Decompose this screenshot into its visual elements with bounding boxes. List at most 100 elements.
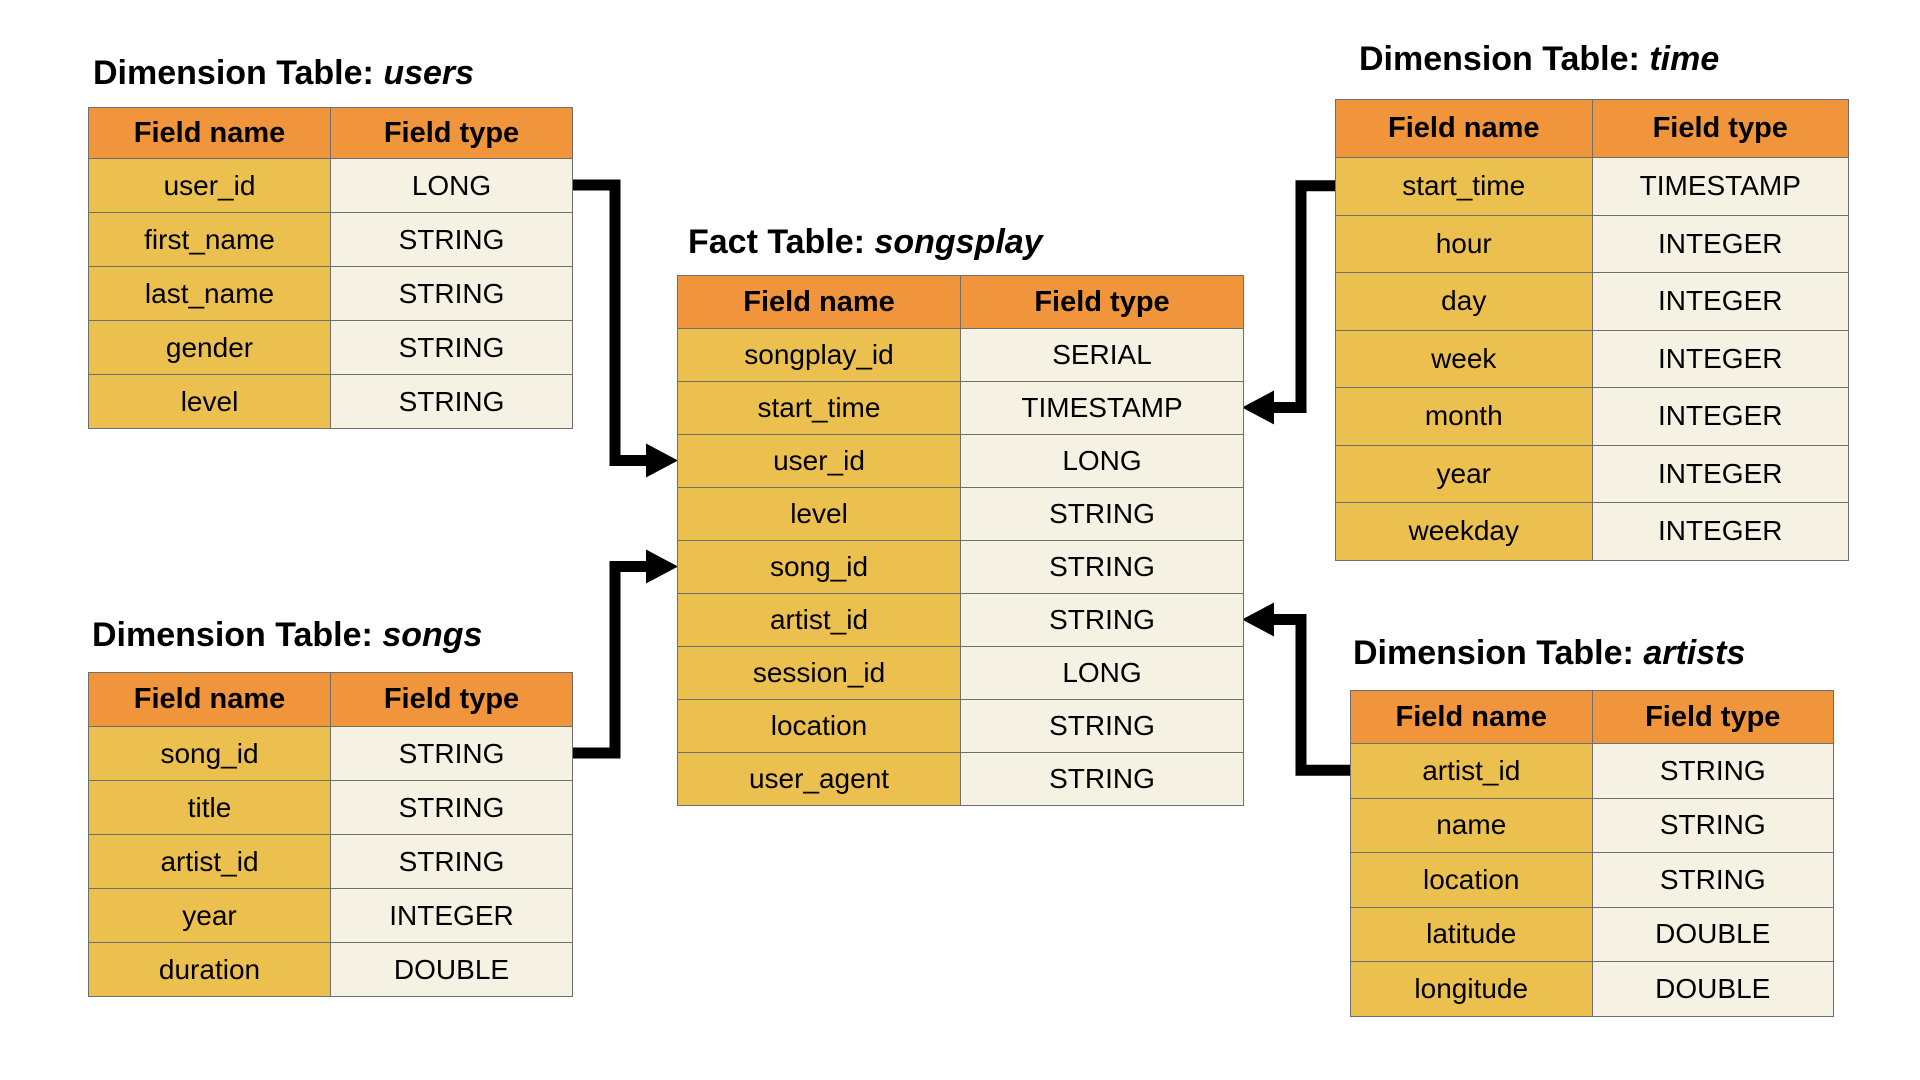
field-type-cell: STRING [330, 320, 573, 375]
field-type-cell: STRING [330, 212, 573, 267]
field-type-cell: STRING [960, 593, 1244, 647]
field-name-cell: level [677, 487, 961, 541]
field-name-cell: month [1335, 387, 1593, 446]
field-name-cell: artist_id [88, 834, 331, 889]
field-type-header: Field type [1591, 690, 1834, 744]
field-name-cell: last_name [88, 266, 331, 321]
field-name-cell: first_name [88, 212, 331, 267]
field-name-header: Field name [88, 107, 331, 159]
field-name-cell: user_id [88, 158, 331, 213]
field-type-cell: STRING [1591, 743, 1834, 799]
field-name-cell: artist_id [677, 593, 961, 647]
arrow-users-to-songsplay [572, 179, 678, 478]
artists-table-title: Dimension Table: artists [1353, 632, 1745, 674]
field-type-cell: STRING [960, 487, 1244, 541]
artists-title-name: artists [1643, 634, 1746, 672]
field-type-cell: TIMESTAMP [1591, 157, 1849, 216]
users-title-prefix: Dimension Table: [93, 54, 374, 92]
field-name-cell: level [88, 374, 331, 429]
arrow-time-to-songsplay [1242, 180, 1335, 425]
field-type-cell: INTEGER [1591, 387, 1849, 446]
field-type-cell: INTEGER [1591, 272, 1849, 331]
field-type-cell: SERIAL [960, 328, 1244, 382]
field-type-cell: STRING [330, 834, 573, 889]
fact-title-name: songsplay [874, 223, 1043, 261]
users-header-row: Field name Field type [88, 107, 573, 159]
field-type-cell: STRING [960, 699, 1244, 753]
field-name-cell: gender [88, 320, 331, 375]
field-type-cell: DOUBLE [1591, 961, 1834, 1017]
field-type-cell: LONG [330, 158, 573, 213]
field-type-cell: STRING [960, 752, 1244, 806]
field-name-cell: song_id [88, 726, 331, 781]
field-type-cell: DOUBLE [1591, 906, 1834, 962]
field-name-cell: weekday [1335, 502, 1593, 561]
field-name-cell: artist_id [1350, 743, 1593, 799]
fact-header-row: Field name Field type [677, 275, 1244, 329]
field-type-cell: LONG [960, 434, 1244, 488]
time-header-row: Field name Field type [1335, 99, 1849, 158]
songs-table-title: Dimension Table: songs [92, 614, 482, 656]
arrowhead-icon [646, 443, 678, 478]
field-type-cell: STRING [1591, 797, 1834, 853]
field-name-cell: day [1335, 272, 1593, 331]
arrow-songs-to-songsplay [572, 549, 678, 759]
field-type-cell: STRING [1591, 852, 1834, 908]
field-type-cell: STRING [330, 780, 573, 835]
field-name-cell: title [88, 780, 331, 835]
field-type-cell: INTEGER [1591, 502, 1849, 561]
field-type-cell: INTEGER [1591, 444, 1849, 503]
field-name-cell: longitude [1350, 961, 1593, 1017]
field-type-cell: TIMESTAMP [960, 381, 1244, 435]
field-name-cell: latitude [1350, 906, 1593, 962]
field-type-cell: STRING [960, 540, 1244, 594]
field-type-header: Field type [330, 672, 573, 727]
field-name-cell: year [88, 888, 331, 943]
field-name-cell: duration [88, 942, 331, 997]
field-name-cell: session_id [677, 646, 961, 700]
users-table-title: Dimension Table: users [93, 52, 474, 94]
arrowhead-icon [1242, 602, 1274, 637]
field-name-header: Field name [1350, 690, 1593, 744]
field-name-cell: song_id [677, 540, 961, 594]
field-type-header: Field type [1591, 99, 1849, 158]
time-title-prefix: Dimension Table: [1359, 40, 1640, 78]
field-type-cell: STRING [330, 374, 573, 429]
field-name-cell: name [1350, 797, 1593, 853]
field-name-cell: location [677, 699, 961, 753]
field-type-cell: INTEGER [1591, 329, 1849, 388]
field-type-cell: STRING [330, 726, 573, 781]
field-name-cell: user_agent [677, 752, 961, 806]
field-type-header: Field type [330, 107, 573, 159]
field-name-cell: user_id [677, 434, 961, 488]
field-type-cell: STRING [330, 266, 573, 321]
artists-title-prefix: Dimension Table: [1353, 634, 1634, 672]
songs-header-row: Field name Field type [88, 672, 573, 727]
field-name-header: Field name [88, 672, 331, 727]
